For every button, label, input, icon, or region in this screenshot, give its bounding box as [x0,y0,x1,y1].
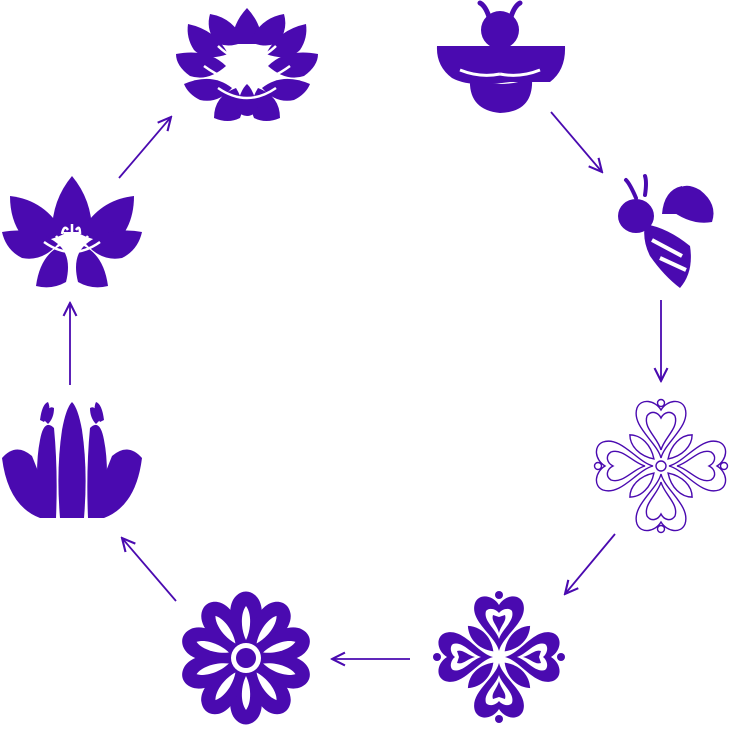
arrow-bee-front-to-bee-side [550,111,602,172]
cycle-arrows [70,111,661,659]
daisy-flower-icon [182,591,310,725]
lotus-bud-icon [2,402,142,518]
ornamental-flower-outline-icon [593,398,729,534]
open-lotus-icon [2,176,142,288]
ornamental-flower-filled-icon [433,591,565,723]
full-lotus-icon [176,8,318,121]
bee-front-icon [436,0,566,113]
arrow-daisy-to-sprout [122,538,177,602]
arrow-open-flower-to-full-lotus [118,117,171,179]
bee-side-icon [618,174,714,288]
arrow-ornament-outline-to-ornament-filled [565,533,616,594]
